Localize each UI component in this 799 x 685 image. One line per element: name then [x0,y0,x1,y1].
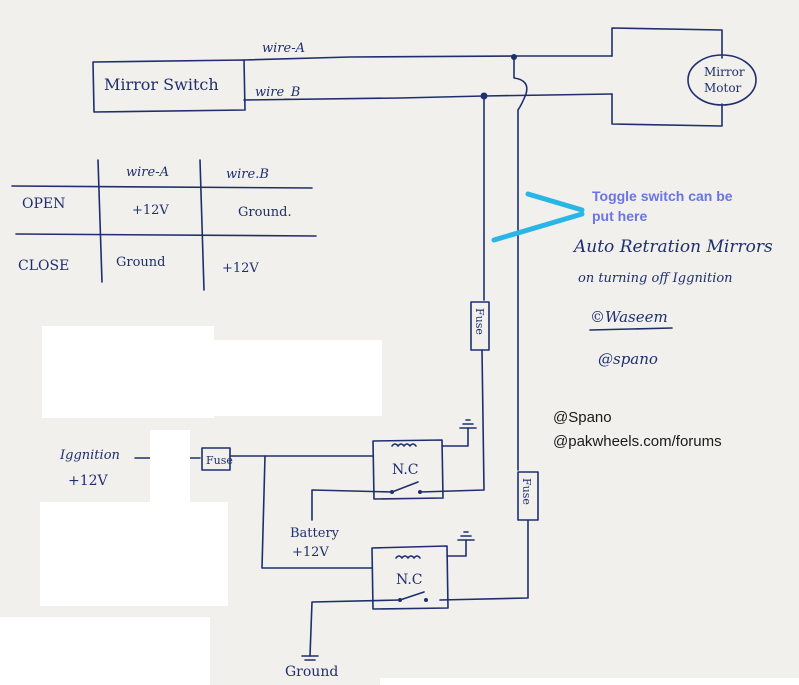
table-close-wire-b: +12V [222,261,259,276]
title-note-2: on turning off Iggnition [578,271,733,286]
wire-b-label: wire_B [255,85,300,100]
ignition-to-relay2 [261,455,373,569]
title-note-1: Auto Retration Mirrors [572,237,773,257]
battery-label-1: Battery [290,526,340,541]
table-close-wire-a: Ground [116,255,166,270]
truth-table: wire-A wire.B OPEN +12V Ground. CLOSE Gr… [11,159,317,291]
fuse-lower: Fuse [517,471,539,521]
ignition-label-1: Iggnition [59,448,120,463]
relay-2: N.C [371,531,475,610]
mirror-switch-label: Mirror Switch [104,75,219,94]
relay-2-label: N.C [396,572,423,588]
redaction-box-1 [42,326,214,418]
battery-label-2: +12V [292,545,329,560]
credit-line-1: @Spano [553,409,612,426]
wire-a-drop [513,56,528,471]
toggle-note-1: Toggle switch can be [592,188,733,204]
ground-label: Ground [285,664,338,680]
relay-1: N.C [372,419,477,500]
table-open-wire-b: Ground. [238,205,292,220]
toggle-switch-pointer [491,191,585,243]
wire-b-line: wire_B [243,85,613,101]
relay-1-label: N.C [392,462,419,478]
table-row-open-label: OPEN [22,196,65,212]
table-row-close-label: CLOSE [18,258,69,274]
table-header-wire-b: wire.B [226,167,269,182]
table-open-wire-a: +12V [132,203,169,218]
fuse-ignition: Fuse [201,447,233,471]
fuse-lower-label: Fuse [520,478,533,505]
fuse-upper: Fuse [470,301,490,351]
mirror-motor: Mirror Motor [611,27,757,127]
redaction-box-5 [0,617,210,685]
wire-a-to-relay2 [439,519,529,601]
battery-input: Battery +12V [290,489,393,560]
redaction-box-2 [214,340,382,416]
redaction-box-6 [380,678,799,685]
fuse-upper-label: Fuse [473,308,486,335]
wire-a-line: wire-A [243,41,613,61]
credit-line-2: @pakwheels.com/forums [553,433,722,450]
mirror-motor-label-2: Motor [704,81,742,95]
redaction-box-3 [150,430,190,502]
mirror-motor-label-1: Mirror [704,65,745,79]
wire-a-label: wire-A [262,41,305,56]
table-header-wire-a: wire-A [126,165,169,180]
ground-symbol: Ground [285,599,401,680]
wire-b-to-relay1 [419,349,485,493]
handle-note: @spano [598,350,658,368]
fuse-ignition-label: Fuse [206,454,233,467]
mirror-switch-box: Mirror Switch [92,59,246,113]
author-note: ©Waseem [590,308,668,326]
ignition-label-2: +12V [68,473,109,489]
redaction-box-4 [40,502,228,606]
author-underline [589,327,673,331]
toggle-note-2: put here [592,208,647,224]
